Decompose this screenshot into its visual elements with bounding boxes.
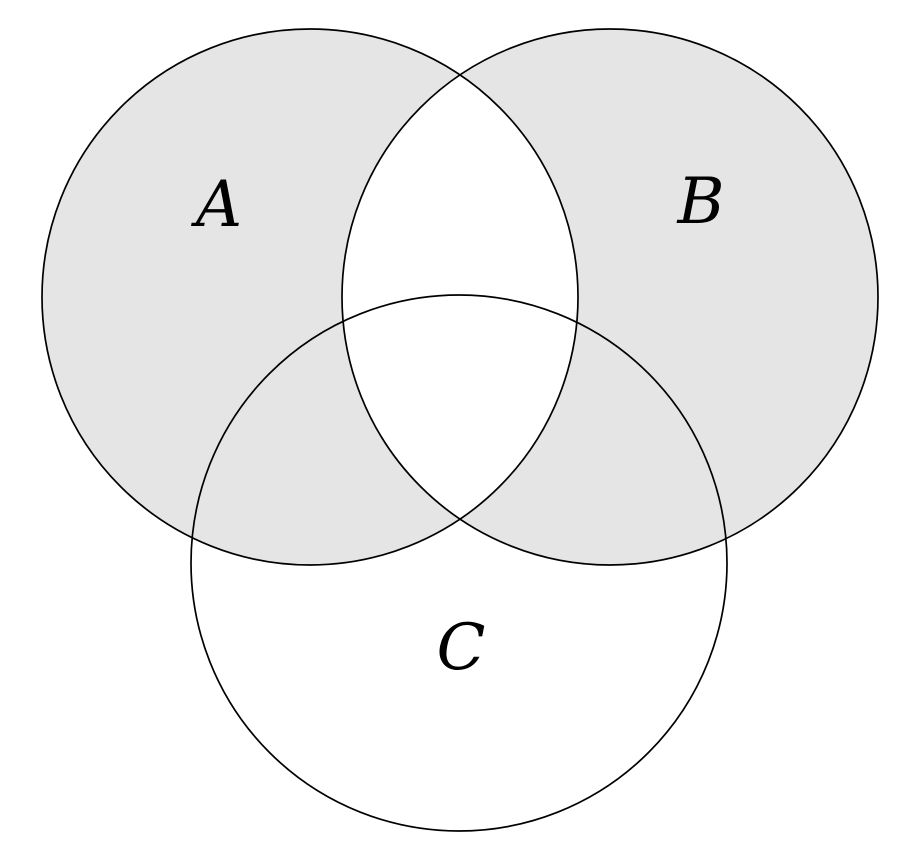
set-c-label: C xyxy=(437,611,486,685)
shaded-region-a-xor-b xyxy=(41,28,878,566)
set-c-circle xyxy=(190,294,728,832)
set-b-label: B xyxy=(676,165,724,239)
set-a-label: A xyxy=(191,168,242,242)
set-a-circle xyxy=(41,28,579,566)
set-b-circle xyxy=(341,28,879,566)
